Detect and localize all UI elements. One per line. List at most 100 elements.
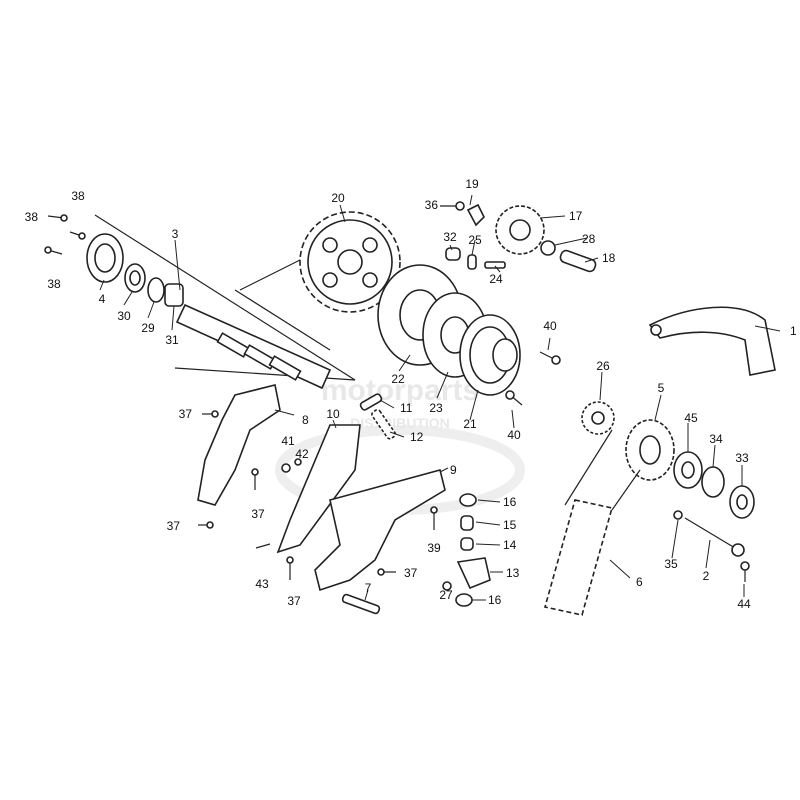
callout-19: 19 xyxy=(465,177,479,191)
callout-30: 30 xyxy=(117,309,131,323)
callout-3: 3 xyxy=(172,227,179,241)
bolt-37-e[interactable] xyxy=(377,568,396,576)
rear-sprocket[interactable] xyxy=(299,211,401,313)
callout-25: 25 xyxy=(468,233,482,247)
retainer-plate[interactable] xyxy=(466,203,485,227)
callout-37b: 37 xyxy=(251,507,265,521)
bolt-40-a[interactable] xyxy=(539,351,561,365)
callout-44: 44 xyxy=(737,597,751,611)
callout-38b: 38 xyxy=(25,210,39,224)
oil-seal[interactable] xyxy=(124,263,146,293)
callout-28: 28 xyxy=(582,232,596,246)
callout-36: 36 xyxy=(425,198,439,212)
rubber-16b[interactable] xyxy=(455,593,473,607)
bolt-39[interactable] xyxy=(430,506,438,530)
needle-bearing[interactable] xyxy=(164,283,184,307)
idle-sprocket[interactable] xyxy=(495,205,545,255)
drive-chain[interactable] xyxy=(544,429,641,616)
tension-bolt[interactable] xyxy=(684,517,745,557)
bolt-36[interactable] xyxy=(440,201,465,211)
callout-40b: 40 xyxy=(507,428,521,442)
clip-43[interactable] xyxy=(255,543,271,549)
callout-23: 23 xyxy=(429,401,443,415)
one-way-clutch[interactable] xyxy=(459,314,521,396)
pivot-pin[interactable] xyxy=(341,593,381,615)
callout-38c: 38 xyxy=(47,277,61,291)
drive-gear[interactable] xyxy=(625,419,675,481)
bolt-37-c[interactable] xyxy=(198,521,214,529)
callout-17: 17 xyxy=(569,209,583,223)
callout-43: 43 xyxy=(255,577,269,591)
callout-2: 2 xyxy=(703,569,710,583)
washer-33[interactable] xyxy=(729,485,755,519)
pin-25[interactable] xyxy=(467,254,477,270)
callout-35: 35 xyxy=(664,557,678,571)
callout-8: 8 xyxy=(302,413,309,427)
callout-39: 39 xyxy=(427,541,441,555)
callout-labels: 1 2 3 4 5 6 7 8 9 10 11 12 13 14 15 16 1… xyxy=(25,177,797,611)
chain-guide-arm[interactable] xyxy=(648,306,776,376)
callout-34: 34 xyxy=(709,432,723,446)
callout-32: 32 xyxy=(443,230,457,244)
small-gear[interactable] xyxy=(581,401,615,435)
bolt-37-b[interactable] xyxy=(251,468,259,490)
bolt-37-d[interactable] xyxy=(286,556,294,580)
bolt-38-c[interactable] xyxy=(44,246,63,255)
callout-26: 26 xyxy=(596,359,610,373)
damper-13[interactable] xyxy=(456,557,491,590)
callout-24: 24 xyxy=(489,272,503,286)
rubber-16a[interactable] xyxy=(459,493,477,507)
washer-27[interactable] xyxy=(442,581,452,591)
callout-6: 6 xyxy=(636,575,643,589)
bolt-40-b[interactable] xyxy=(505,390,523,406)
kick-arm[interactable] xyxy=(276,424,361,554)
callout-13: 13 xyxy=(506,566,520,580)
callout-22: 22 xyxy=(391,372,405,386)
footrest-bracket[interactable] xyxy=(314,469,446,592)
callout-21: 21 xyxy=(463,417,477,431)
callout-16a: 16 xyxy=(503,495,517,509)
sprocket-shaft[interactable] xyxy=(559,249,597,273)
roller[interactable] xyxy=(445,247,461,261)
washer[interactable] xyxy=(147,277,165,303)
countershaft[interactable] xyxy=(175,303,332,390)
bolt-44[interactable] xyxy=(740,561,750,582)
spring-24[interactable] xyxy=(484,261,506,269)
callout-16b: 16 xyxy=(488,593,502,607)
callout-15: 15 xyxy=(503,518,517,532)
spring-11[interactable] xyxy=(359,393,383,411)
callout-11: 11 xyxy=(400,401,413,415)
seal-holder[interactable] xyxy=(86,233,124,283)
callout-45: 45 xyxy=(684,411,698,425)
spacer-washer[interactable] xyxy=(540,240,556,256)
collar-14[interactable] xyxy=(460,537,474,551)
callout-42: 42 xyxy=(295,447,309,461)
callout-38a: 38 xyxy=(71,189,85,203)
step-bracket[interactable] xyxy=(197,384,281,506)
callout-27: 27 xyxy=(439,588,453,602)
spring-12[interactable] xyxy=(371,408,397,440)
callout-31: 31 xyxy=(165,333,179,347)
bearing-45[interactable] xyxy=(673,451,703,489)
washer-42[interactable] xyxy=(294,458,302,466)
callout-7: 7 xyxy=(365,581,372,595)
watermark-line2: DISTRIBUTION xyxy=(350,415,450,431)
nut-41[interactable] xyxy=(281,463,291,473)
clip-35[interactable] xyxy=(673,510,683,520)
bolt-38-a[interactable] xyxy=(47,214,68,222)
callout-29: 29 xyxy=(141,321,155,335)
bolt-37-a[interactable] xyxy=(202,410,219,418)
callout-1: 1 xyxy=(790,324,797,338)
callout-14: 14 xyxy=(503,538,517,552)
callout-37e: 37 xyxy=(404,566,418,580)
collar-34[interactable] xyxy=(701,466,725,498)
bolt-38-b[interactable] xyxy=(69,231,86,240)
collar-15[interactable] xyxy=(460,515,474,531)
leader-lines xyxy=(99,194,781,601)
shaft-frame-lines xyxy=(94,214,356,381)
callout-9: 9 xyxy=(450,463,457,477)
callout-4: 4 xyxy=(99,292,106,306)
callout-20: 20 xyxy=(331,191,345,205)
callout-33: 33 xyxy=(735,451,749,465)
